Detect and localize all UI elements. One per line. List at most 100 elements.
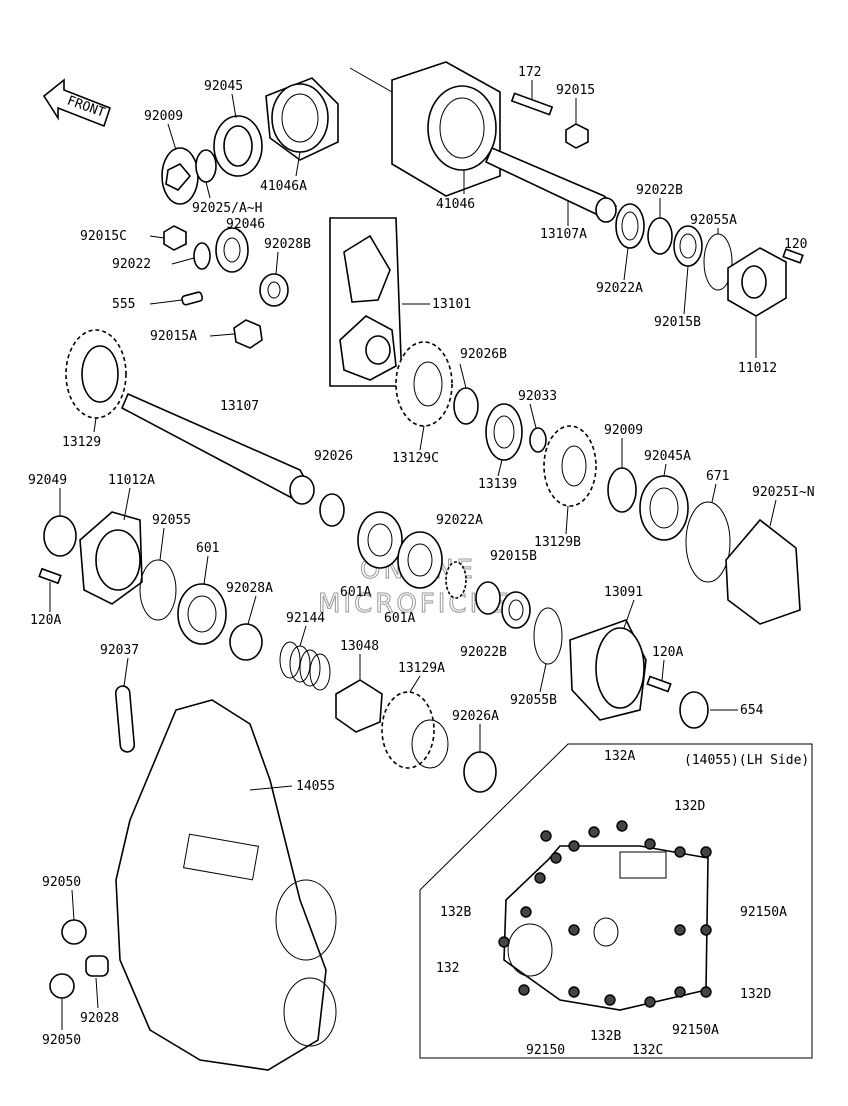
label-601: 601 <box>196 541 219 556</box>
inset-title: (14055)(LH Side) <box>684 753 809 768</box>
part-13129C-gear <box>395 341 453 427</box>
part-92015B-nut <box>673 225 703 267</box>
part-13101-bevel-gear-set <box>329 217 403 387</box>
part-13139-sleeve <box>485 403 523 461</box>
part-92028A-collar <box>229 623 263 661</box>
part-120A-bolt-left <box>38 567 62 585</box>
part-654-seal <box>679 691 709 729</box>
part-labels: 92045 92009 41046A 92025/A~H 172 92015 4… <box>28 65 815 1058</box>
part-13129-gear <box>65 329 127 419</box>
label-92028: 92028 <box>80 1011 119 1026</box>
part-92050-seal-top <box>61 919 87 945</box>
label-92026B: 92026B <box>460 347 507 362</box>
part-92026-washer <box>319 493 345 527</box>
part-13129B-gear <box>543 425 597 507</box>
label-601A-b: 601A <box>384 611 415 626</box>
label-92144: 92144 <box>286 611 325 626</box>
part-92055-o-ring <box>139 559 177 621</box>
label-172: 172 <box>518 65 541 80</box>
part-92022B-washer-mid <box>475 581 501 615</box>
part-11012-cover <box>727 247 787 317</box>
part-13048-shifter <box>335 679 383 733</box>
part-11012A-cover <box>79 511 143 605</box>
label-11012A: 11012A <box>108 473 155 488</box>
part-14055-crankcase <box>115 699 337 1071</box>
label-13101: 13101 <box>432 297 471 312</box>
label-92045: 92045 <box>204 79 243 94</box>
part-92046-bearing <box>215 227 249 273</box>
leader-lines <box>49 80 777 1030</box>
label-92028B: 92028B <box>264 237 311 252</box>
part-13107-shaft <box>120 392 315 505</box>
label-120A-right: 120A <box>652 645 683 660</box>
front-arrow-icon: FRONT <box>42 78 111 128</box>
label-654: 654 <box>740 703 764 718</box>
label-13091: 13091 <box>604 585 643 600</box>
label-92033: 92033 <box>518 389 557 404</box>
label-92045A: 92045A <box>644 449 691 464</box>
label-601A-a: 601A <box>340 585 371 600</box>
label-92028A: 92028A <box>226 581 273 596</box>
label-671: 671 <box>706 469 729 484</box>
part-92050-seal-bottom <box>49 973 75 999</box>
label-120: 120 <box>784 237 807 252</box>
part-555-pin <box>181 291 204 306</box>
label-41046: 41046 <box>436 197 475 212</box>
label-92022B-top: 92022B <box>636 183 683 198</box>
label-92046: 92046 <box>226 217 265 232</box>
label-92025AH: 92025/A~H <box>192 201 262 216</box>
label-132D-top: 132D <box>674 799 705 814</box>
label-92015B-top: 92015B <box>654 315 701 330</box>
label-132B-bottom: 132B <box>590 1029 621 1044</box>
part-92144-spring <box>279 641 331 691</box>
label-41046A: 41046A <box>260 179 307 194</box>
label-92150A-bottom: 92150A <box>672 1023 719 1038</box>
label-11012: 11012 <box>738 361 777 376</box>
label-92025IN: 92025I~N <box>752 485 815 500</box>
label-92015C: 92015C <box>80 229 127 244</box>
label-92026A: 92026A <box>452 709 499 724</box>
part-92009-washer-b <box>607 467 637 513</box>
label-555: 555 <box>112 297 135 312</box>
label-92150: 92150 <box>526 1043 565 1058</box>
label-92022: 92022 <box>112 257 151 272</box>
label-132: 132 <box>436 961 459 976</box>
label-13129A: 13129A <box>398 661 445 676</box>
label-92009-b: 92009 <box>604 423 643 438</box>
label-13129C: 13129C <box>392 451 439 466</box>
label-132B-left: 132B <box>440 905 471 920</box>
label-92015A: 92015A <box>150 329 197 344</box>
label-132D-bottom: 132D <box>740 987 771 1002</box>
part-92022B-washer <box>647 217 673 255</box>
label-92050-top: 92050 <box>42 875 81 890</box>
part-92025-shim <box>195 149 217 183</box>
part-41046-case <box>391 61 501 197</box>
part-92026B-washer <box>453 387 479 425</box>
part-92055B-o-ring <box>533 607 563 665</box>
label-13107: 13107 <box>220 399 259 414</box>
label-92049: 92049 <box>28 473 67 488</box>
label-92015B-mid: 92015B <box>490 549 537 564</box>
part-92022-washer <box>193 242 211 270</box>
label-13107A: 13107A <box>540 227 587 242</box>
label-13129B: 13129B <box>534 535 581 550</box>
part-92009-washer <box>161 147 199 205</box>
part-13129A-gear <box>381 691 449 769</box>
part-92015-nut <box>565 123 589 149</box>
label-120A-left: 120A <box>30 613 61 628</box>
label-92150A-right: 92150A <box>740 905 787 920</box>
label-92009: 92009 <box>144 109 183 124</box>
label-92050-bottom: 92050 <box>42 1033 81 1048</box>
label-92022A-mid: 92022A <box>436 513 483 528</box>
part-92015B-nut-mid <box>501 591 531 629</box>
label-13048: 13048 <box>340 639 379 654</box>
part-92045A-bearing <box>639 475 689 541</box>
label-92022A-top: 92022A <box>596 281 643 296</box>
part-92022A-circlip <box>615 203 645 249</box>
part-92022A-circlip-mid <box>445 561 467 599</box>
part-671-o-ring <box>685 501 731 583</box>
part-92025-gasket <box>725 518 801 625</box>
label-92037: 92037 <box>100 643 139 658</box>
label-13139: 13139 <box>478 477 517 492</box>
